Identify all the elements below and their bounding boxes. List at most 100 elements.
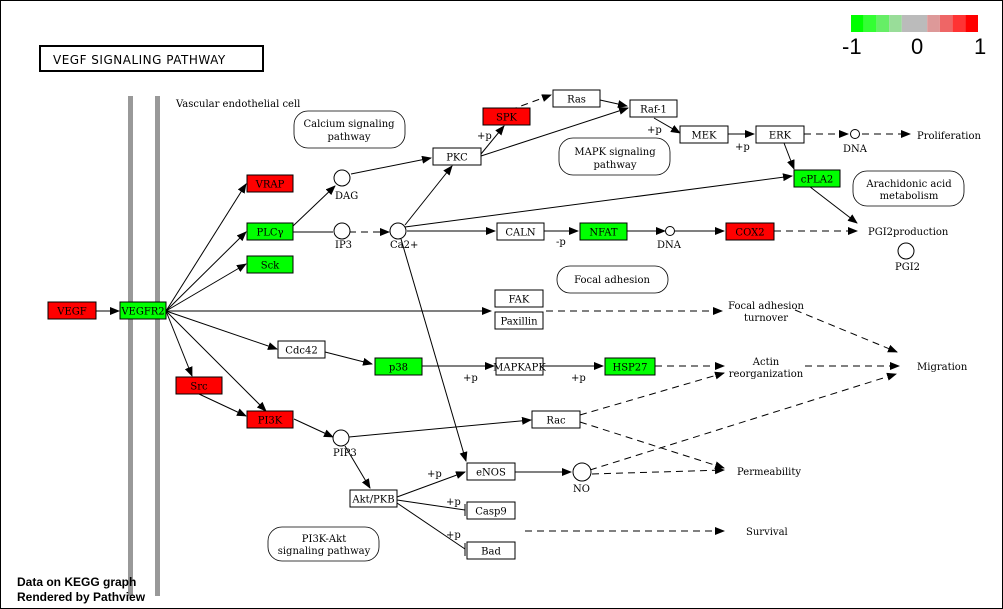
- gene-erk[interactable]: ERK: [755, 125, 805, 144]
- gene-spk[interactable]: SPK: [482, 107, 531, 126]
- gene-aktpkb-label: Akt/PKB: [351, 495, 394, 506]
- gene-erk-label: ERK: [769, 131, 792, 142]
- gene-casp9-label: Casp9: [475, 507, 507, 518]
- outcomes: Proliferation PGI2production Focal adhes…: [728, 131, 981, 538]
- gene-cpla2-label: cPLA2: [801, 175, 834, 186]
- gene-fak-label: FAK: [509, 295, 530, 306]
- membrane-bar-outer: [128, 96, 133, 596]
- map-arachidonic-acid[interactable]: Arachidonic acid metabolism: [852, 170, 965, 207]
- edge-label-p-enos: +p: [427, 469, 442, 480]
- gene-casp9[interactable]: Casp9: [466, 501, 516, 520]
- svg-text:pathway: pathway: [594, 160, 637, 171]
- gene-plcy[interactable]: PLCγ: [246, 222, 294, 241]
- compound-ip3[interactable]: [333, 222, 351, 240]
- gene-vegf[interactable]: VEGF: [47, 301, 97, 320]
- edge-label-p-bad: +p: [446, 530, 461, 541]
- edges-dashed: [349, 94, 911, 535]
- gene-rac-box: [531, 410, 581, 429]
- pathway-title: VEGF SIGNALING PATHWAY: [53, 53, 226, 67]
- legend-cell: [876, 15, 890, 32]
- gene-mapkapk[interactable]: MAPKAPK: [493, 357, 546, 376]
- gene-aktpkb[interactable]: Akt/PKB: [349, 489, 398, 508]
- gene-rac-label: Rac: [546, 416, 566, 427]
- compound-pgi2[interactable]: [897, 242, 915, 260]
- gene-ras-box: [552, 89, 601, 108]
- legend-cell: [889, 15, 902, 32]
- gene-bad[interactable]: Bad: [466, 541, 516, 560]
- edge-label-p-spk: +p: [477, 131, 492, 142]
- gene-p38[interactable]: p38: [374, 357, 423, 376]
- map-calcium-signaling[interactable]: Calcium signaling pathway: [293, 110, 406, 149]
- compound-no[interactable]: [572, 462, 592, 482]
- compound-dna-2[interactable]: [665, 226, 675, 236]
- legend-cell: [901, 15, 915, 32]
- gene-plcy-box: [246, 222, 294, 241]
- gene-vegfr2[interactable]: VEGFR2: [119, 301, 167, 320]
- compound-ca[interactable]: [389, 222, 407, 240]
- title-box: VEGF SIGNALING PATHWAY: [39, 45, 264, 72]
- gene-mapkapk-box: [495, 357, 544, 376]
- edge-label-p-casp9: +p: [446, 497, 461, 508]
- compound-dna-2-label: DNA: [657, 240, 682, 251]
- gene-erk-box: [755, 125, 805, 144]
- gene-caln[interactable]: CALN: [496, 222, 545, 241]
- map-focal-adhesion[interactable]: Focal adhesion: [556, 265, 669, 294]
- gene-nfat-label: NFAT: [589, 228, 617, 239]
- compound-dag[interactable]: [333, 169, 351, 187]
- gene-pkc-label: PKC: [446, 153, 468, 164]
- gene-rac[interactable]: Rac: [531, 410, 581, 429]
- gene-fak[interactable]: FAK: [494, 289, 544, 308]
- compound-pip3[interactable]: [332, 429, 350, 447]
- gene-fak-box: [494, 289, 544, 308]
- gene-cdc42-box: [277, 340, 326, 359]
- gene-pkc[interactable]: PKC: [432, 147, 482, 166]
- svg-text:Focal adhesion: Focal adhesion: [574, 275, 650, 286]
- gene-nfat[interactable]: NFAT: [579, 222, 628, 241]
- legend-cell: [965, 15, 978, 32]
- edges-solid: [96, 99, 858, 556]
- map-mapk-signaling[interactable]: MAPK signaling pathway: [558, 137, 671, 176]
- gene-cdc42[interactable]: Cdc42: [277, 340, 326, 359]
- gene-src[interactable]: Src: [175, 376, 223, 395]
- gene-bad-label: Bad: [481, 547, 501, 558]
- gene-paxillin[interactable]: Paxillin: [494, 311, 544, 330]
- gene-enos[interactable]: eNOS: [466, 462, 516, 481]
- gene-pi3k-label: PI3K: [258, 416, 283, 427]
- footer-line-1: Data on KEGG graph: [17, 575, 136, 589]
- gene-paxillin-label: Paxillin: [500, 317, 538, 328]
- gene-vrap[interactable]: VRAP: [246, 174, 294, 193]
- gene-raf1-label: Raf-1: [640, 105, 667, 116]
- gene-hsp27[interactable]: HSP27: [604, 357, 656, 376]
- gene-raf1[interactable]: Raf-1: [629, 99, 678, 118]
- gene-spk-box: [482, 107, 531, 126]
- gene-ras[interactable]: Ras: [552, 89, 601, 108]
- compound-dna-1-label: DNA: [843, 144, 868, 155]
- gene-spk-label: SPK: [496, 113, 518, 124]
- edge-label-p-mek: +p: [647, 125, 662, 136]
- cell-label: Vascular endothelial cell: [175, 99, 300, 110]
- gene-caln-label: CALN: [505, 228, 536, 239]
- gene-pi3k-box: [246, 410, 294, 429]
- gene-hsp27-label: HSP27: [612, 363, 647, 374]
- outcome-permeability: Permeability: [737, 467, 801, 478]
- gene-cpla2[interactable]: cPLA2: [793, 169, 841, 188]
- outcome-focal-turnover-2: turnover: [744, 313, 788, 324]
- footer-line-2: Rendered by Pathview: [17, 590, 146, 604]
- outcome-pgi2-production: PGI2production: [868, 227, 949, 238]
- gene-mek[interactable]: MEK: [679, 125, 729, 144]
- gene-vrap-box: [246, 174, 294, 193]
- compound-dna-1[interactable]: [850, 129, 860, 139]
- gene-pi3k[interactable]: PI3K: [246, 410, 294, 429]
- gene-sck-box: [246, 255, 294, 274]
- outcome-proliferation: Proliferation: [917, 131, 982, 142]
- map-pi3k-akt[interactable]: PI3K-Akt signaling pathway: [267, 526, 380, 562]
- gene-sck[interactable]: Sck: [246, 255, 294, 274]
- gene-p38-box: [374, 357, 423, 376]
- gene-cox2[interactable]: COX2: [725, 222, 775, 241]
- outcome-survival: Survival: [746, 527, 788, 538]
- compound-pgi2-label: PGI2: [895, 262, 920, 273]
- compound-ca-label: Ca2+: [390, 240, 418, 251]
- gene-vegf-box: [47, 301, 97, 320]
